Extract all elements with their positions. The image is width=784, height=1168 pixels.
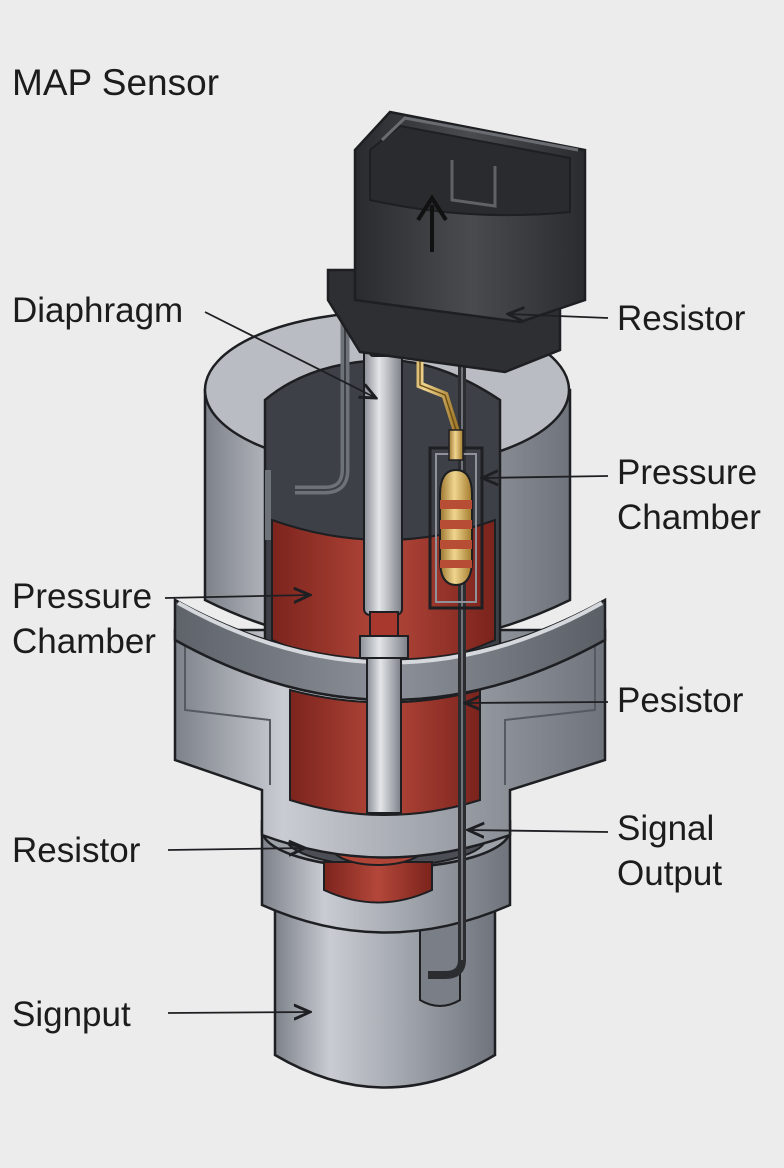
label-line: Pressure: [12, 577, 153, 616]
label-line: Chamber: [12, 622, 156, 661]
bottom-tube: [273, 888, 497, 1089]
arrow-up-icon: [416, 194, 448, 252]
label-signput: Signput: [12, 995, 131, 1034]
label-diaphragm: Diaphragm: [12, 291, 184, 330]
label-resistor-top: Resistor: [617, 299, 746, 338]
label-line: Chamber: [617, 498, 761, 537]
label-line: Output: [617, 854, 723, 893]
label-pesistor: Pesistor: [617, 681, 744, 720]
resistor-assembly: [394, 341, 484, 610]
diagram-title: MAP Sensor: [12, 62, 220, 103]
label-line: Pressure: [617, 453, 758, 492]
label-pressure-chamber-right: Pressure Chamber: [617, 450, 761, 540]
label-signal-output: Signal Output: [617, 806, 722, 896]
leader-lines: [164, 312, 609, 1013]
label-resistor-left: Resistor: [12, 831, 141, 870]
label-line: Signal: [617, 809, 715, 848]
connector: [326, 110, 587, 374]
center-rod: [359, 337, 409, 814]
label-pressure-chamber-left: Pressure Chamber: [12, 574, 156, 664]
